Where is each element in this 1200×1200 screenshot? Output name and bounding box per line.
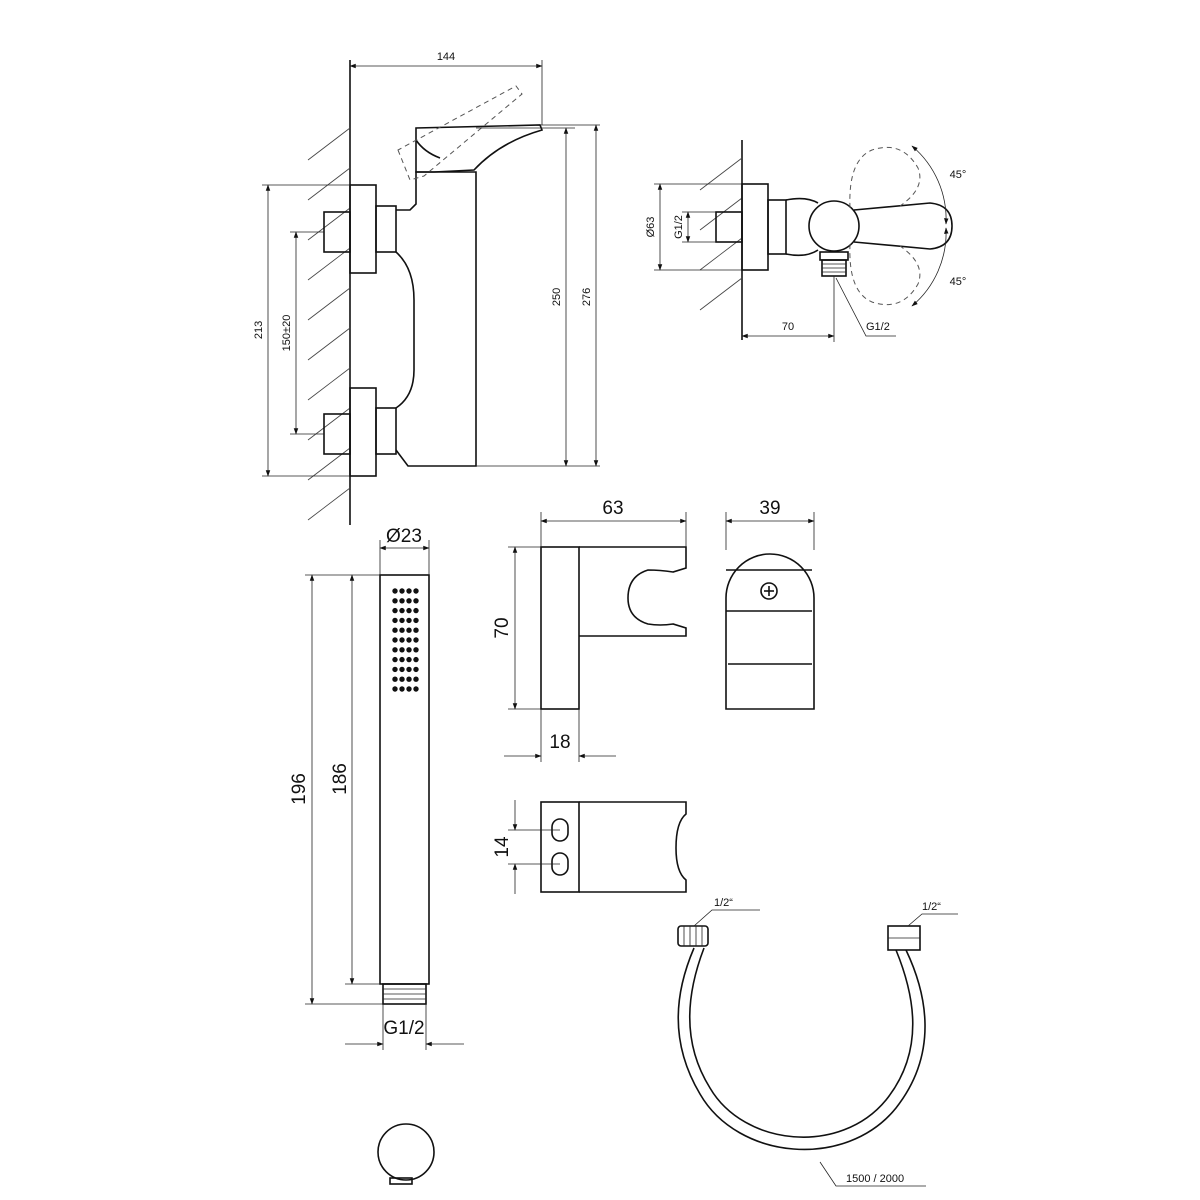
dim-mixer-outer-height: 213 xyxy=(253,321,265,339)
dim-mixer-total-height: 276 xyxy=(581,288,593,306)
nozzle-dot xyxy=(406,598,412,604)
nozzle-dot xyxy=(413,686,419,692)
nozzle-dot xyxy=(413,607,419,614)
dim-holder-hole-spacing: 14 xyxy=(492,836,513,858)
outlet-thread-label: G1/2 xyxy=(866,321,890,333)
nozzle-dot xyxy=(413,656,419,663)
dim-shower-diameter: Ø23 xyxy=(386,526,422,547)
dim-depth-70: 70 xyxy=(782,321,794,333)
nozzle-dot xyxy=(399,598,405,604)
nozzle-dot xyxy=(392,686,398,692)
hose-end-left-label: 1/2“ xyxy=(714,897,733,909)
nozzle-dot xyxy=(406,607,412,614)
nozzle-dot xyxy=(406,676,412,682)
nozzle-pattern xyxy=(392,588,419,692)
nozzle-dot xyxy=(399,627,405,633)
hand-shower-view: Ø23 196 186 G1/2 xyxy=(289,526,464,1185)
dim-holder-depth: 39 xyxy=(759,498,780,519)
nozzle-dot xyxy=(406,656,412,663)
nozzle-dot xyxy=(413,627,419,633)
nozzle-dot xyxy=(392,627,398,633)
hose-length-label: 1500 / 2000 xyxy=(846,1173,904,1185)
angle-lower: 45° xyxy=(950,276,967,288)
dim-holder-width: 63 xyxy=(602,498,623,519)
nozzle-dot xyxy=(392,647,398,653)
nozzle-dot xyxy=(392,676,398,682)
nozzle-dot xyxy=(413,666,419,673)
dim-inlet-thread: G1/2 xyxy=(673,215,685,239)
shower-end-view xyxy=(377,1123,435,1181)
nozzle-dot xyxy=(399,656,405,663)
holder-side-view: 63 70 18 xyxy=(492,498,687,762)
dim-mixer-width: 144 xyxy=(437,51,455,63)
shower-thread xyxy=(383,988,426,1000)
dim-diameter-63: Ø63 xyxy=(645,217,657,238)
nozzle-dot xyxy=(392,666,398,673)
nozzle-dot xyxy=(406,686,412,692)
nozzle-dot xyxy=(399,637,405,643)
dim-holder-height: 70 xyxy=(492,617,513,638)
nozzle-dot xyxy=(399,666,405,673)
nozzle-dot xyxy=(413,588,419,594)
hose-end-right-label: 1/2“ xyxy=(922,901,941,913)
nozzle-dot xyxy=(406,647,412,653)
nozzle-dot xyxy=(399,617,405,624)
nozzle-dot xyxy=(413,647,419,653)
dim-shower-thread: G1/2 xyxy=(383,1018,424,1039)
nozzle-dot xyxy=(392,617,398,624)
nozzle-dot xyxy=(406,627,412,633)
dim-mixer-body-height: 250 xyxy=(551,288,563,306)
nozzle-dot xyxy=(392,637,398,643)
hose-nut-left xyxy=(677,925,709,947)
nozzle-dot xyxy=(392,588,398,594)
nozzle-dot xyxy=(392,598,398,604)
nozzle-dot xyxy=(399,676,405,682)
nozzle-dot xyxy=(406,666,412,673)
holder-top-view: 14 xyxy=(492,800,687,894)
nozzle-dot xyxy=(406,617,412,624)
dim-connection-spacing: 150±20 xyxy=(281,315,293,352)
thread-hatching xyxy=(822,263,846,273)
nozzle-dot xyxy=(392,607,398,614)
nozzle-dot xyxy=(392,656,398,663)
angle-upper: 45° xyxy=(950,169,967,181)
nozzle-dot xyxy=(399,686,405,692)
wall-hatching xyxy=(307,127,351,521)
dim-holder-base: 18 xyxy=(549,732,570,753)
nozzle-dot xyxy=(413,637,419,643)
holder-front-view: 39 xyxy=(725,498,815,710)
nozzle-dot xyxy=(399,647,405,653)
nozzle-dot xyxy=(406,637,412,643)
nozzle-dot xyxy=(413,617,419,624)
wall-hatching-top xyxy=(699,157,743,311)
mixer-side-view: 144 250 276 213 150±20 xyxy=(253,51,600,525)
nozzle-dot xyxy=(413,598,419,604)
hose-view: 1/2“ 1/2“ 1500 / 2000 xyxy=(677,897,958,1187)
dim-shower-total-length: 196 xyxy=(289,773,310,805)
mixer-top-view: 45° 45° Ø63 G1/2 70 G1/2 xyxy=(645,140,966,342)
nozzle-dot xyxy=(399,607,405,614)
nozzle-dot xyxy=(399,588,405,594)
dim-shower-body-length: 186 xyxy=(330,763,351,795)
nozzle-dot xyxy=(413,676,419,682)
nozzle-dot xyxy=(406,588,412,594)
